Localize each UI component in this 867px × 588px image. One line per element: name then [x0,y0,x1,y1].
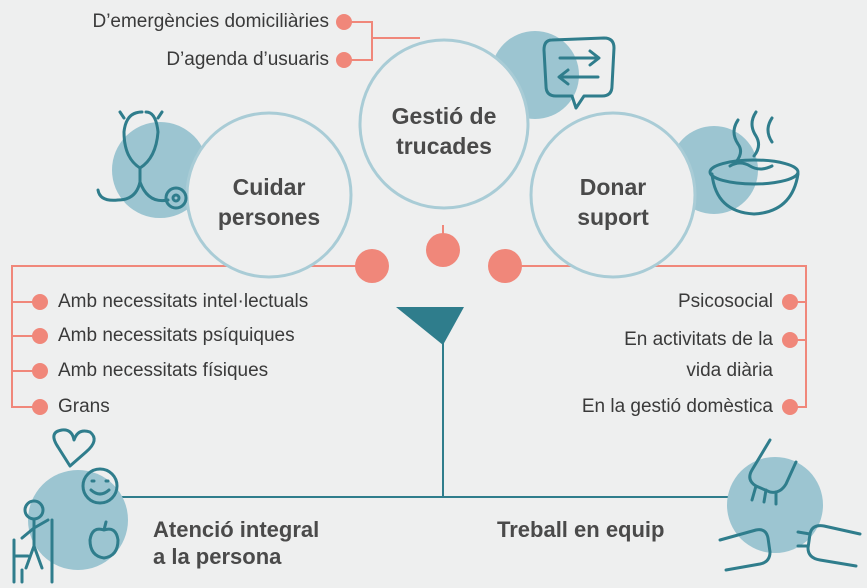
support-item-daily-1: En activitats de la [624,329,773,350]
care-item-intellectual: Amb necessitats intel·lectuals [58,291,309,312]
integral-care-line2: a la persona [153,544,282,569]
coral-dots [32,14,798,415]
stethoscope-icon [96,110,188,210]
support-circle [529,111,697,279]
soup-bowl-icon [708,110,800,216]
support-title-line2: suport [577,204,649,230]
calls-item-emergencies: D’emergències domiciliàries [92,11,329,32]
support-item-daily-2: vida diària [686,360,773,381]
smiley-icon [81,467,119,505]
care-item-physical: Amb necessitats físiques [58,360,269,381]
support-title: Donar suport [548,172,678,232]
heart-icon [52,428,96,468]
calls-circle [358,38,530,210]
care-item-psychic: Amb necessitats psíquiques [58,325,295,346]
support-item-domestic: En la gestió domèstica [581,396,773,417]
care-title-line1: Cuidar [232,174,306,200]
teamwork-title: Treball en equip [497,517,665,542]
hands-icon [718,438,862,572]
support-item-psychosocial: Psicosocial [677,291,773,312]
down-arrow [396,307,464,345]
apple-icon [88,520,120,560]
care-title: Cuidar persones [199,172,339,232]
care-item-elderly: Grans [58,396,110,417]
calls-title-line2: trucades [396,133,492,159]
integral-care-title: Atenció integral a la persona [153,516,319,570]
support-title-line1: Donar [579,174,647,200]
calls-title-line1: Gestió de [391,103,497,129]
person-care-icon [12,428,120,584]
calls-title: Gestió de trucades [364,101,524,161]
swap-chat-icon [542,36,616,110]
care-title-line2: persones [217,204,321,230]
teal-tree [100,307,790,498]
integral-care-line1: Atenció integral [153,517,320,542]
calls-item-agenda: D’agenda d’usuaris [166,49,329,70]
